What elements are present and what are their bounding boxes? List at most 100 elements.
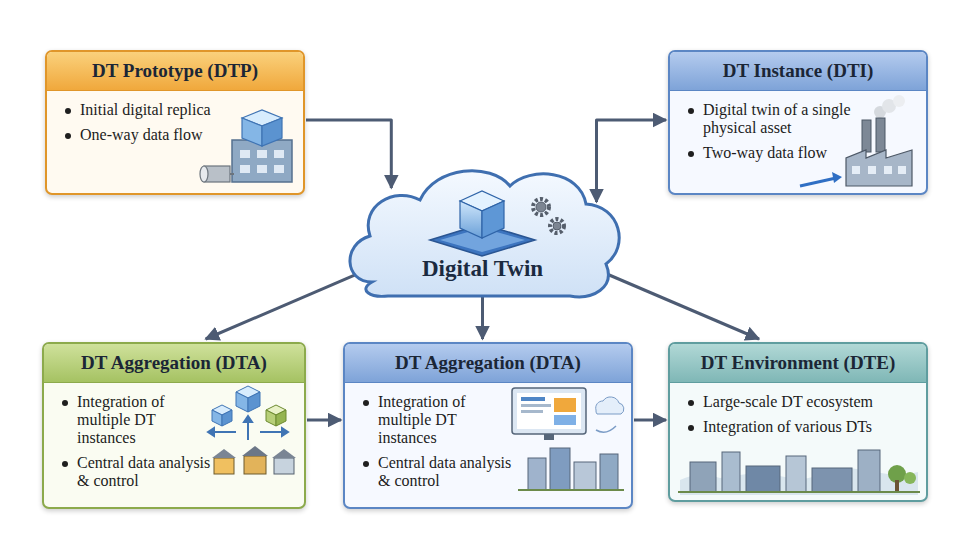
bullet-text: Large-scale DT ecosystem [703, 393, 918, 411]
aggregation-illustration-part [554, 415, 576, 425]
aggregation-illustration-part-part [282, 428, 288, 436]
aggregation-illustration-part [266, 405, 286, 415]
bullet-dot [688, 400, 694, 406]
aggregation-illustration [208, 386, 296, 474]
aggregation-illustration-part [521, 410, 543, 413]
prototype-illustration-part [257, 165, 267, 173]
aggregation-illustration-part-part [247, 420, 249, 440]
environment-skyline-part [690, 462, 716, 492]
bullet-text: Integration of various DTs [703, 418, 918, 436]
aggregation-illustration-part [512, 388, 586, 434]
instance-illustration-part [852, 166, 860, 174]
environment-skyline-part [895, 480, 899, 492]
cloud-label: Digital Twin [340, 256, 625, 282]
bullet-row: Integration of various DTs [688, 418, 918, 436]
box-body: Integration of multiple DT instancesCent… [44, 383, 304, 505]
prototype-illustration-part [240, 150, 250, 158]
instance-illustration-part [868, 166, 876, 174]
box-body: Initial digital replicaOne-way data flow [47, 91, 303, 159]
prototype-illustration-part [242, 118, 262, 146]
bullet-text: Central data analysis & control [378, 454, 518, 490]
prototype-illustration-part [262, 118, 282, 146]
bullet-row: Integration of multiple DT instances [62, 393, 296, 447]
aggregation-illustration-part-part [260, 431, 284, 433]
environment-skyline-part [746, 466, 780, 492]
bullet-text: Two-way data flow [703, 144, 868, 162]
cloud-node: Digital Twin [340, 160, 625, 300]
instance-illustration-part [832, 172, 842, 183]
instance-illustration-part [862, 120, 871, 152]
instance-illustration-part [800, 178, 836, 186]
aggregation-illustration-part [574, 462, 596, 490]
digital-twin-illustration-part [440, 228, 525, 252]
bullet-dot [65, 133, 71, 139]
environment-skyline-part [858, 450, 880, 492]
prototype-illustration-part [204, 166, 230, 182]
aggregation-illustration-part [596, 397, 624, 414]
aggregation-illustration-part [248, 392, 260, 412]
aggregation-illustration-part [517, 393, 581, 429]
flow-arrow [597, 120, 667, 202]
bullet-text: One-way data flow [80, 126, 248, 144]
digital-twin-illustration-part [553, 222, 561, 230]
instance-illustration-part [893, 95, 905, 107]
flow-arrow [602, 272, 759, 339]
flow-arrow [206, 269, 369, 339]
aggregation-illustration-part [212, 410, 222, 426]
environment-skyline-part [888, 465, 906, 483]
environment-skyline-part [904, 472, 916, 484]
environment-skyline-part [722, 452, 740, 492]
aggregation-illustration-part [550, 448, 570, 490]
bullet-dot [363, 400, 369, 406]
aggregation-illustration-part [272, 449, 296, 458]
instance-illustration-part [874, 106, 886, 118]
prototype-illustration-part [257, 150, 267, 158]
bullet-text: Integration of multiple DT instances [378, 393, 508, 447]
box-header: DT Prototype (DTP) [47, 52, 303, 91]
bullet-text: Initial digital replica [80, 101, 248, 119]
bullet-row: Large-scale DT ecosystem [688, 393, 918, 411]
aggregation-illustration-part-part [208, 428, 214, 436]
digital-twin-illustration-part [536, 202, 546, 212]
aggregation-illustration-part [266, 410, 276, 426]
aggregation-illustration-part [274, 458, 294, 474]
box-header: DT Instance (DTI) [670, 52, 926, 91]
instance-illustration-part [884, 166, 892, 174]
digital-twin-illustration-part [460, 201, 482, 238]
aggregation-illustration-part [521, 404, 551, 407]
aggregation-illustration-part [208, 416, 288, 440]
aggregation-illustration-part [222, 410, 232, 426]
box-header: DT Aggregation (DTA) [345, 344, 631, 383]
box-title: DT Prototype (DTP) [92, 60, 258, 82]
box-body: Integration of multiple DT instancesCent… [345, 383, 631, 505]
bullet-text: Central data analysis & control [77, 454, 212, 490]
bullet-dot [62, 400, 68, 406]
prototype-illustration-part [230, 173, 234, 175]
bullet-row: Central data analysis & control [62, 454, 296, 490]
environment-skyline-part [812, 468, 852, 492]
stage-box: DT Environment (DTE) Large-scale DT ecosy… [668, 342, 928, 502]
box-header: DT Aggregation (DTA) [44, 344, 304, 383]
bullet-row: Two-way data flow [688, 144, 918, 162]
aggregation-illustration-part [236, 392, 248, 412]
box-title: DT Environment (DTE) [701, 352, 896, 374]
aggregation-illustration-part-part [244, 416, 252, 422]
bullet-row: Central data analysis & control [363, 454, 623, 490]
aggregation-illustration-part [600, 454, 618, 490]
prototype-illustration [200, 110, 292, 182]
bullet-row: Initial digital replica [65, 101, 295, 119]
aggregation-illustration-part [528, 458, 546, 490]
digital-twin-illustration-part [550, 219, 564, 233]
instance-illustration-part [882, 99, 896, 113]
prototype-illustration-part [232, 140, 292, 182]
box-title: DT Instance (DTI) [723, 60, 874, 82]
aggregation-illustration-part [544, 434, 554, 440]
stage-box: DT Aggregation (DTA)Integration of multi… [343, 342, 633, 509]
aggregation-illustration-part [244, 456, 266, 474]
bullet-dot [65, 108, 71, 114]
environment-skyline-part [678, 491, 920, 493]
flow-arrow [634, 419, 666, 422]
instance-illustration [800, 95, 912, 186]
stage-box: DT Prototype (DTP) Initial digital replic… [45, 50, 305, 195]
digital-twin-illustration-part [533, 199, 549, 215]
